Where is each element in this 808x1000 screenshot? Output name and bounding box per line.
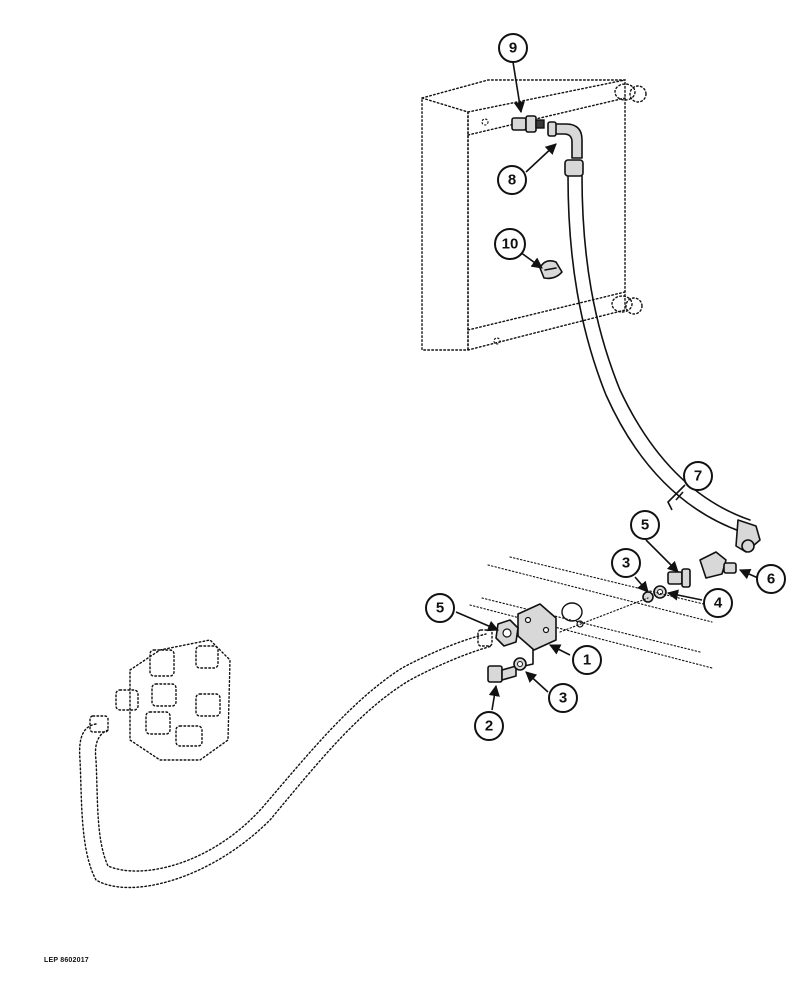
callout-2: 2 <box>474 711 504 741</box>
adapter-fitting-part-9 <box>511 115 545 133</box>
hose-part-7 <box>564 159 761 553</box>
control-valve-outline <box>115 639 231 761</box>
callout-1-label: 1 <box>583 652 591 669</box>
callout-7: 7 <box>683 461 713 491</box>
mounting-plate-part-1 <box>517 603 557 668</box>
callout-6-label: 6 <box>767 571 775 588</box>
callout-4-label: 4 <box>714 595 723 612</box>
callout-9-label: 9 <box>509 40 517 57</box>
washer-part-3-upper <box>642 591 654 603</box>
nut-part-5-left <box>495 619 519 647</box>
callout-1: 1 <box>572 645 602 675</box>
callout-8: 8 <box>497 165 527 195</box>
elbow-fitting-part-6 <box>699 551 737 579</box>
oil-cooler <box>421 79 647 351</box>
callout-7-label: 7 <box>694 468 702 485</box>
drawing-reference-code: LEP 8602017 <box>44 957 89 964</box>
callout-5-left-label: 5 <box>436 600 444 617</box>
callout-3-upper-label: 3 <box>622 555 630 572</box>
hose-clamp-part-10 <box>539 260 563 280</box>
callout-3-lower: 3 <box>548 683 578 713</box>
callout-3-upper: 3 <box>611 548 641 578</box>
callout-5-right-label: 5 <box>641 517 649 534</box>
callout-4: 4 <box>703 588 733 618</box>
lower-hose-outline <box>78 629 493 889</box>
screw-part-2 <box>487 665 517 683</box>
callout-10-label: 10 <box>502 236 519 253</box>
callout-2-label: 2 <box>485 718 493 735</box>
o-ring-plate <box>561 602 584 628</box>
callout-8-label: 8 <box>508 172 516 189</box>
callout-5-right: 5 <box>630 510 660 540</box>
o-ring-part-4 <box>653 585 667 599</box>
callout-9: 9 <box>498 33 528 63</box>
callout-6: 6 <box>756 564 786 594</box>
callout-3-lower-label: 3 <box>559 690 567 707</box>
adapter-fitting-part-5-right <box>667 568 691 588</box>
callout-10: 10 <box>494 228 526 260</box>
elbow-fitting-part-8 <box>547 121 583 159</box>
leader-lines <box>455 61 759 711</box>
washer-part-3-lower <box>513 657 527 671</box>
frame-outline <box>469 556 721 669</box>
callout-5-left: 5 <box>425 593 455 623</box>
